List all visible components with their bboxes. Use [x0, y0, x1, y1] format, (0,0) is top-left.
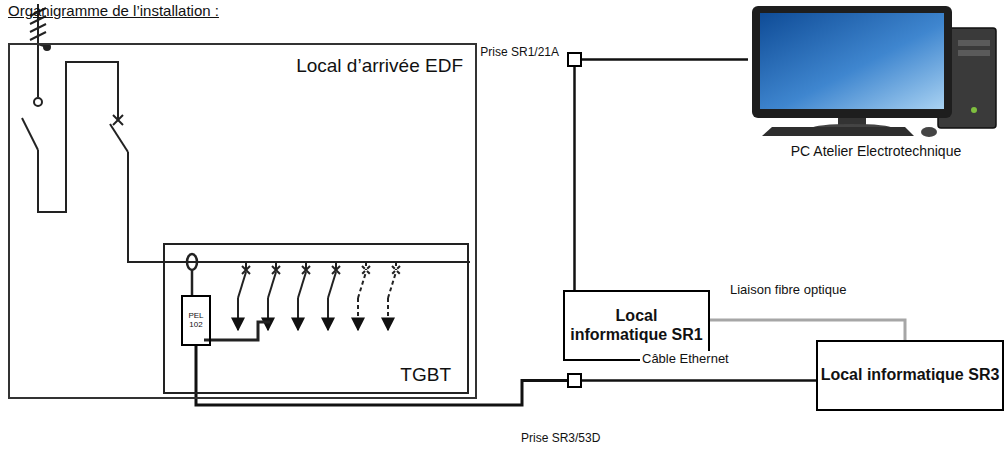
feeder-breakers — [358, 262, 370, 330]
pel-supply-wire — [204, 322, 270, 340]
node-label: Local d’arrivée EDF — [296, 55, 463, 77]
node-label: Local informatique SR3 — [818, 366, 1002, 384]
diagram-title: Organigramme de l’installation : — [8, 2, 219, 19]
feeder-breakers — [392, 266, 400, 274]
isolating-switch — [22, 62, 118, 212]
pc-icon — [752, 6, 952, 118]
meter-box: PEL 102 — [181, 295, 211, 346]
switchboard-box: PEL 102TGBT — [163, 243, 469, 394]
power-line-symbol — [30, 24, 46, 32]
feeder-breakers — [388, 272, 396, 298]
feeder-breakers — [298, 272, 306, 298]
connector-line — [710, 320, 905, 340]
server-room-box: Local informatique SR3 — [816, 340, 1004, 411]
feeder-breakers — [268, 272, 276, 298]
current-transformer — [187, 254, 197, 295]
pc-icon — [921, 127, 937, 137]
connector-line — [582, 58, 748, 61]
connector-line — [582, 379, 816, 382]
computer: PC Atelier Electrotechnique — [748, 5, 1004, 161]
feeder-breakers — [297, 298, 299, 330]
feeder-breakers — [238, 272, 246, 298]
feeder-breakers — [362, 266, 370, 274]
pc-icon — [958, 50, 990, 56]
connector-label: Liaison fibre optique — [728, 282, 848, 297]
feeder-breakers — [358, 272, 366, 298]
pel-supply-wire — [204, 322, 270, 340]
feeder-breakers — [395, 262, 397, 270]
connector-line — [196, 346, 567, 405]
feeder-breakers — [238, 262, 400, 330]
pc-icon — [958, 40, 990, 46]
feeder-breakers — [388, 262, 400, 330]
feeder-breakers — [328, 272, 336, 298]
main-breaker — [113, 115, 123, 125]
node-label: PC Atelier Electrotechnique — [748, 143, 1004, 159]
feeder-breakers — [357, 298, 359, 330]
feeder-breakers — [238, 262, 250, 330]
node-label: PEL 102 — [183, 312, 209, 330]
pc-icon — [752, 6, 996, 137]
socket-square: Prise SR1/21A — [567, 52, 582, 67]
current-transformer — [191, 270, 194, 295]
feeder-breakers — [392, 266, 400, 274]
main-breaker — [110, 115, 470, 262]
pc-icon — [760, 13, 944, 109]
main-breaker — [113, 115, 123, 125]
connector-label: Câble Ethernet — [640, 351, 731, 366]
room-box: PEL 102TGBT Local d’arrivée EDF — [8, 43, 477, 399]
socket-square: Prise SR3/53D — [567, 373, 582, 388]
feeder-breakers — [298, 262, 310, 330]
feeder-breakers — [365, 262, 367, 270]
isolating-switch — [22, 118, 38, 150]
feeder-breakers — [328, 262, 340, 330]
node-label: Prise SR1/21A — [480, 45, 559, 59]
node-label: Prise SR3/53D — [521, 431, 600, 445]
isolating-switch — [34, 98, 42, 106]
power-line-symbol — [30, 32, 46, 40]
feeder-breakers — [327, 298, 329, 330]
feeder-breakers — [267, 298, 269, 330]
main-breaker — [110, 124, 128, 152]
feeder-breakers — [387, 298, 389, 330]
node-label: TGBT — [400, 364, 451, 386]
feeder-breakers — [362, 266, 370, 274]
feeder-breakers — [268, 262, 280, 330]
pc-icon — [971, 107, 977, 113]
feeder-breakers — [237, 298, 239, 330]
current-transformer — [187, 254, 197, 270]
pc-icon — [762, 127, 914, 136]
isolating-switch — [38, 62, 118, 212]
connector-line — [573, 67, 576, 290]
node-label: Local informatique SR1 — [565, 307, 708, 344]
main-breaker — [128, 152, 470, 262]
